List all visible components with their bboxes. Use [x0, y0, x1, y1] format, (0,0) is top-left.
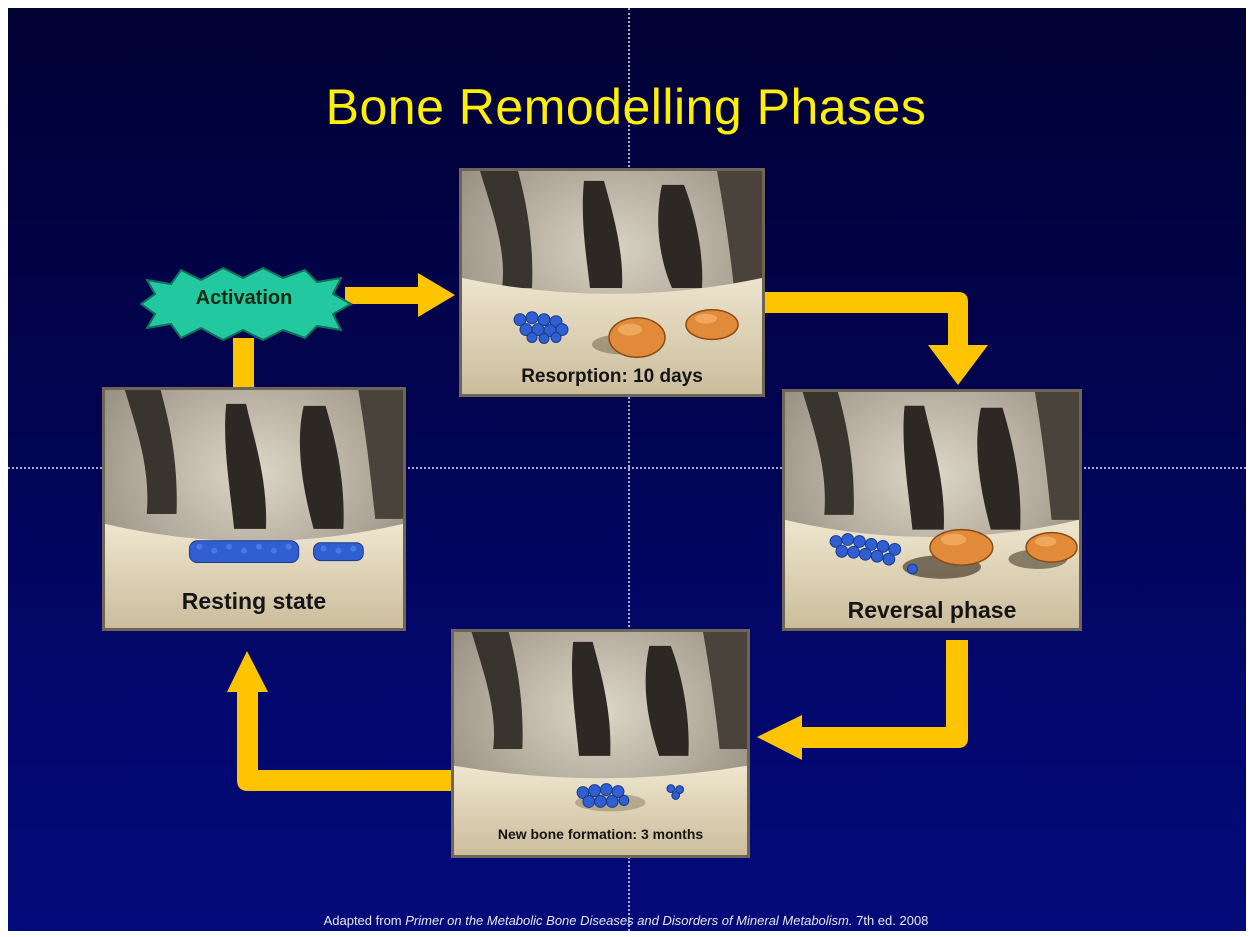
panel-label-resorption: Resorption: 10 days — [462, 366, 762, 388]
panel-label-reversal: Reversal phase — [785, 597, 1079, 624]
citation-prefix: Adapted from — [324, 913, 402, 928]
panel-resorption: Resorption: 10 days — [459, 168, 765, 397]
panel-label-resting: Resting state — [105, 588, 403, 615]
bone-illustration-resorption — [462, 171, 762, 394]
citation-edition: 7th ed. 2008 — [856, 913, 928, 928]
panel-resting: Resting state — [102, 387, 406, 631]
bone-illustration-formation — [454, 632, 747, 855]
panel-reversal: Reversal phase — [782, 389, 1082, 631]
activation-burst: Activation — [133, 266, 355, 342]
panel-formation: New bone formation: 3 months — [451, 629, 750, 858]
citation-source: Primer on the Metabolic Bone Diseases an… — [405, 913, 852, 928]
bone-illustration-reversal — [785, 392, 1079, 628]
source-citation: Adapted from Primer on the Metabolic Bon… — [0, 913, 1252, 928]
activation-label: Activation — [133, 287, 355, 310]
slide-title: Bone Remodelling Phases — [0, 78, 1252, 136]
panel-label-formation: New bone formation: 3 months — [454, 826, 747, 842]
